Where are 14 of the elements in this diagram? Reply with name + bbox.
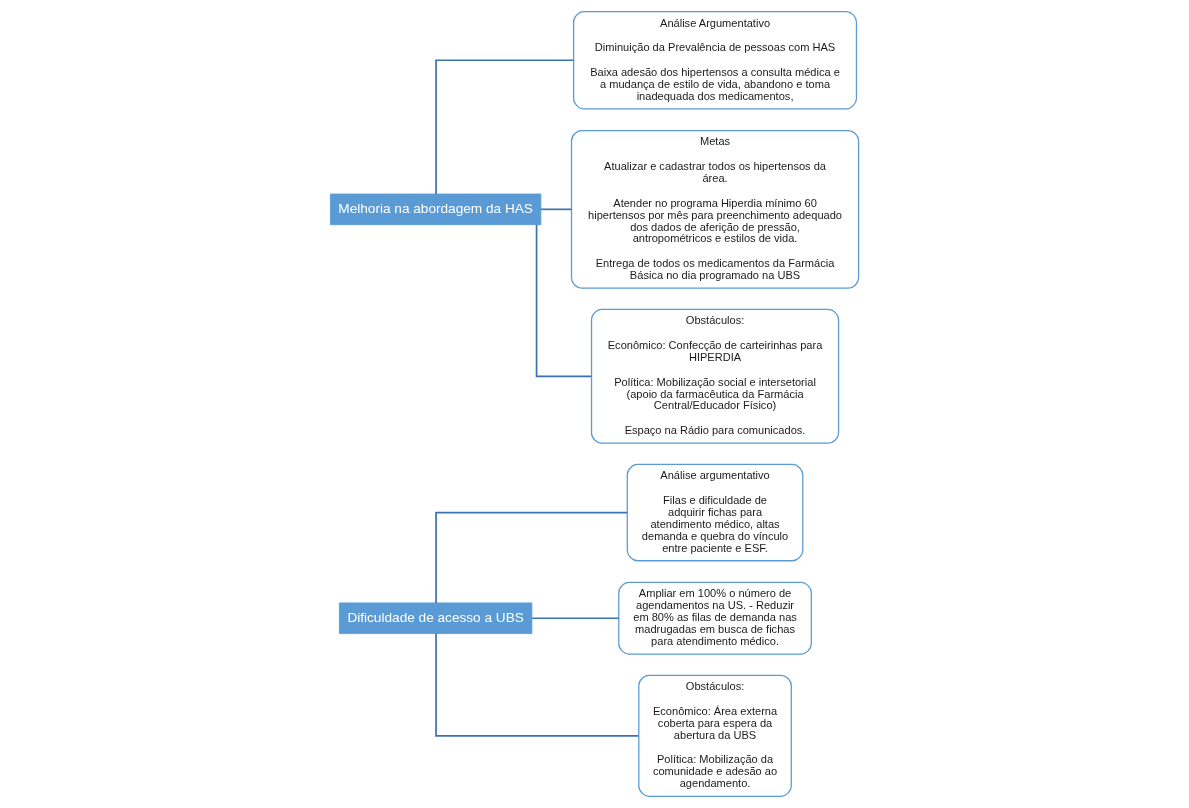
node-box: Ampliar em 100% o número de agendamentos na US. - Reduzir em 80% as filas de demanda nas madrugadas em busca de fichas para atendimento médico.: [618, 581, 812, 655]
connector: [435, 511, 628, 604]
node-box: Metas Atualizar e cadastrar todos os hipertensos da área. Atender no programa Hiperdia mínimo 60 hipertensos por mês para preenchimento adequado dos dados de aferição de pressão, antropométricos e estilos de vida. Entrega de todos os medicamentos da Farmácia Básica no dia programado na UBS: [570, 129, 860, 289]
connector: [435, 59, 575, 195]
node-box: Obstáculos: Econômico: Área externa coberta para espera da abertura da UBS Política: Mobilização da comunidade e adesão ao agendamento.: [638, 674, 792, 797]
connector: [535, 223, 593, 378]
node-box: Análise Argumentativo Diminuição da Prevalência de pessoas com HAS Baixa adesão dos hipertensos a consulta médica e a mudança de estilo de vida, abandono e toma inadequada dos medicamentos,: [573, 11, 858, 110]
connector: [435, 632, 640, 737]
connector: [531, 617, 620, 620]
node-box: Melhoria na abordagem da HAS: [330, 193, 542, 226]
node-box: Análise argumentativo Filas e dificuldade de adquirir fichas para atendimento médico, altas demanda e quebra do vínculo entre paciente e ESF.: [626, 463, 804, 562]
node-box: Obstáculos: Econômico: Confecção de carteirinhas para HIPERDIA Política: Mobilização social e intersetorial (apoio da farmacêutica da Farmácia Central/Educador Físico) Espaço na Rádio para comunicados.: [590, 308, 840, 444]
connector: [540, 208, 573, 211]
node-box: Dificuldade de acesso a UBS: [338, 602, 533, 634]
